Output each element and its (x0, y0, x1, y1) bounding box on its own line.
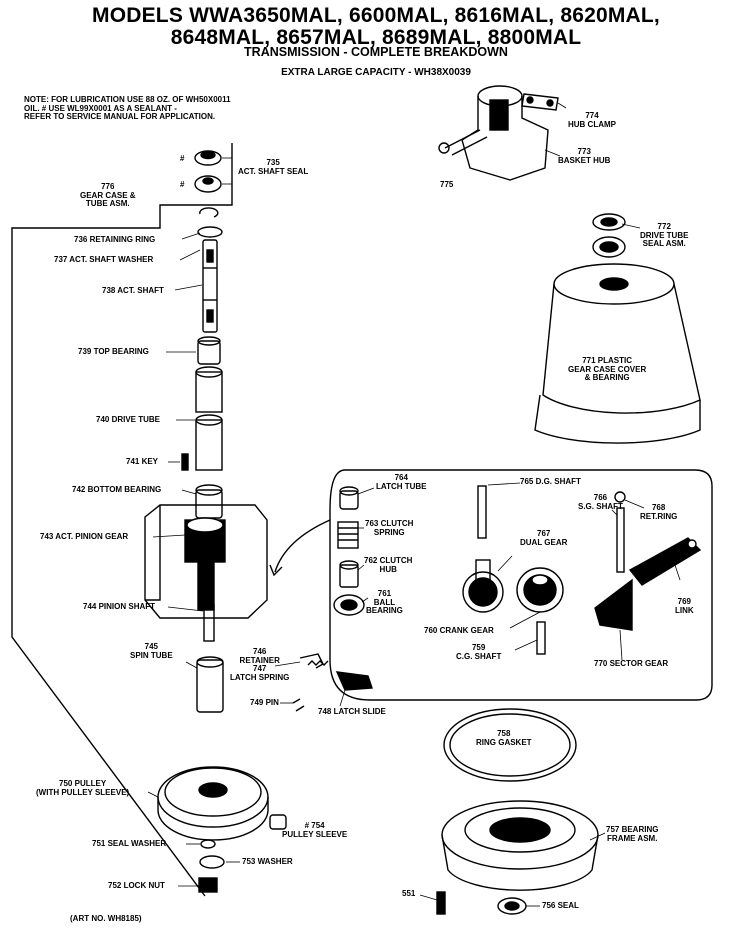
label-749: 749 PIN (250, 698, 279, 707)
page-title-line2: 8648MAL, 8657MAL, 8689MAL, 8800MAL (170, 26, 582, 49)
art-number: (ART NO. WH8185) (70, 914, 142, 923)
lock-nut (198, 877, 218, 893)
label-742: 742 BOTTOM BEARING (72, 485, 162, 494)
drive-tube-seal-asm (592, 213, 626, 258)
gear-case (144, 484, 268, 619)
label-760: 760 CRANK GEAR (424, 626, 494, 635)
retaining-ring (199, 207, 219, 218)
label-743: 743 ACT. PINION GEAR (40, 532, 129, 541)
bearing-frame-asm (441, 800, 599, 891)
label-750: 750 PULLEY(WITH PULLEY SLEEVE) (36, 779, 130, 797)
gear-case-cover (534, 263, 701, 444)
label-770: 770 SECTOR GEAR (594, 659, 669, 668)
act-shaft (202, 239, 218, 333)
label-551: 551 (402, 889, 416, 898)
label-752: 752 LOCK NUT (108, 881, 165, 890)
label-741: 741 KEY (126, 457, 159, 466)
seal-washer (200, 839, 216, 849)
screw-551 (436, 891, 446, 915)
ret-ring (614, 491, 626, 503)
dg-shaft (477, 485, 487, 539)
clutch-spring (337, 521, 359, 549)
act-shaft-washer (197, 226, 223, 238)
label-hash-1: # (180, 154, 185, 163)
page-subtitle: TRANSMISSION - COMPLETE BREAKDOWN (244, 45, 508, 59)
latch-slide (335, 671, 373, 691)
cg-shaft (536, 621, 546, 655)
label-hash-2: # (180, 180, 185, 189)
label-740: 740 DRIVE TUBE (96, 415, 161, 424)
label-751: 751 SEAL WASHER (92, 839, 167, 848)
assembly-bracket (11, 143, 233, 897)
sg-shaft (616, 507, 625, 573)
label-756: 756 SEAL (542, 901, 579, 910)
seal-756 (497, 897, 527, 915)
label-765: 765 D.G. SHAFT (520, 477, 581, 486)
clutch-hub (339, 560, 359, 588)
label-738: 738 ACT. SHAFT (102, 286, 164, 295)
drive-tube (195, 366, 223, 471)
pulley (157, 766, 269, 841)
spin-tube (196, 656, 224, 713)
latch-spring (307, 660, 329, 666)
retainer (299, 653, 324, 669)
sector-gear (594, 578, 633, 631)
page-title: MODELS WWA3650MAL, 6600MAL, 8616MAL, 862… (92, 4, 660, 27)
label-744: 744 PINION SHAFT (83, 602, 156, 611)
label-739: 739 TOP BEARING (78, 347, 149, 356)
label-737: 737 ACT. SHAFT WASHER (54, 255, 154, 264)
hub-clamp (521, 93, 559, 111)
label-736: 736 RETAINING RING (74, 235, 156, 244)
act-shaft-seal (194, 150, 222, 193)
label-748: 748 LATCH SLIDE (318, 707, 386, 716)
key (181, 453, 189, 471)
ring-gasket (443, 708, 577, 782)
capacity-label: EXTRA LARGE CAPACITY - WH38X0039 (281, 67, 471, 78)
bolt-775 (438, 129, 488, 156)
washer (199, 855, 225, 869)
pinion-shaft (203, 604, 215, 642)
pin (292, 698, 305, 712)
label-753: 753 WASHER (242, 857, 293, 866)
top-bearing (197, 336, 221, 365)
group-arrow (274, 519, 331, 573)
latch-tube (339, 486, 359, 510)
dual-gear (462, 559, 504, 613)
pulley-sleeve (269, 814, 287, 830)
crank-gear (516, 567, 564, 613)
lubrication-note: NOTE: FOR LUBRICATION USE 88 OZ. OF WH50… (24, 95, 231, 121)
link (628, 537, 702, 586)
label-775: 775 (440, 180, 454, 189)
ball-bearing (333, 594, 365, 616)
group-outline (329, 469, 713, 701)
